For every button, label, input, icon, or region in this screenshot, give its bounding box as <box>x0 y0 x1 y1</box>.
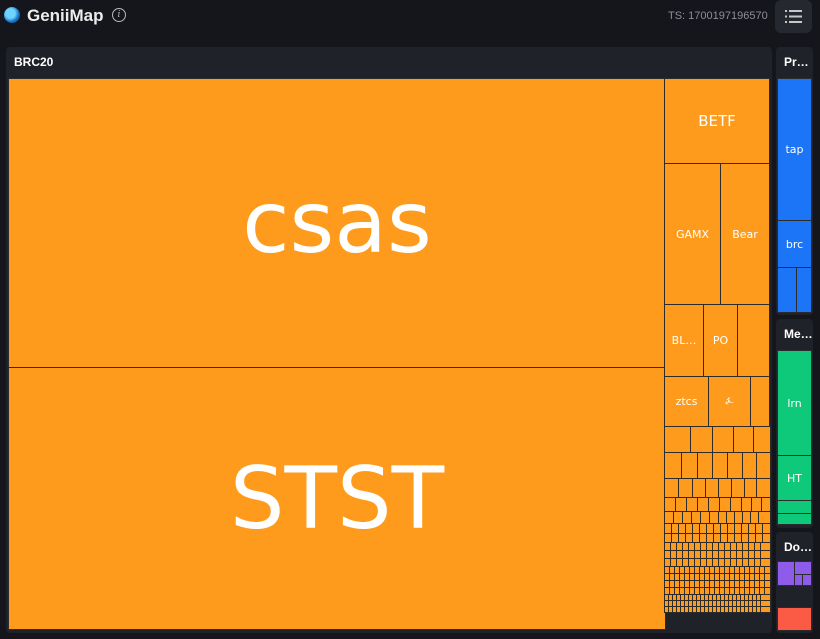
tile-small[interactable] <box>690 426 713 453</box>
tile-small[interactable] <box>742 452 757 479</box>
geniimap-logo-icon <box>4 7 20 23</box>
tile-small[interactable] <box>777 500 812 514</box>
tile-small[interactable] <box>796 267 812 313</box>
timestamp: TS: 1700197196570 <box>668 10 768 22</box>
tile-lrn[interactable]: lrn <box>777 350 812 456</box>
tile-small[interactable] <box>733 426 754 453</box>
app-title: GeniiMap <box>27 6 104 25</box>
info-icon[interactable]: i <box>112 8 126 22</box>
tile-bl[interactable]: BL… <box>664 304 704 377</box>
tile-small[interactable] <box>777 561 795 586</box>
tile-csas[interactable]: csas <box>8 78 666 368</box>
tile-small[interactable] <box>753 426 771 453</box>
tile-bear[interactable]: Bear <box>720 163 770 305</box>
tile-small[interactable] <box>737 304 770 377</box>
brc20-panel: BRC20 csas STST BETF GAMX Bear BL… PO zt… <box>6 47 772 633</box>
protocols-header: Pr… <box>784 55 809 69</box>
tile-small[interactable] <box>756 452 771 479</box>
tile-ztcs[interactable]: ztcs <box>664 376 709 427</box>
brc20-header: BRC20 <box>14 55 54 69</box>
tile-small[interactable] <box>718 478 732 498</box>
protocols-panel: Pr… tap brc <box>776 47 813 315</box>
tile-small[interactable] <box>664 452 682 479</box>
meta-panel: Me… lrn HT <box>776 319 813 528</box>
tile-small[interactable] <box>712 452 728 479</box>
tile-small[interactable] <box>756 478 771 498</box>
tile-small[interactable] <box>664 478 679 498</box>
tile-brc[interactable]: brc <box>777 220 812 268</box>
domains-header: Do… <box>784 540 812 554</box>
domains-panel: Do… <box>776 532 813 633</box>
tile-small[interactable] <box>705 478 719 498</box>
tile-small[interactable] <box>794 561 812 575</box>
menu-button[interactable] <box>775 0 812 33</box>
tile-small[interactable] <box>697 452 713 479</box>
tile-small[interactable] <box>802 574 812 586</box>
tile-betf[interactable]: BETF <box>664 78 770 164</box>
tile-small[interactable] <box>678 478 693 498</box>
top-bar: GeniiMap i TS: 1700197196570 <box>0 0 820 34</box>
meta-header: Me… <box>784 327 813 341</box>
tile-small[interactable] <box>777 513 812 525</box>
tile-small[interactable] <box>777 607 812 631</box>
tile-stst[interactable]: STST <box>8 367 666 630</box>
tile-gamx[interactable]: GAMX <box>664 163 721 305</box>
tile-ht[interactable]: HT <box>777 455 812 501</box>
tile-small[interactable] <box>712 426 734 453</box>
tile-tap[interactable]: tap <box>777 78 812 221</box>
tile-glyph[interactable]: ⍼ <box>708 376 751 427</box>
tile-small[interactable] <box>777 267 797 313</box>
list-menu-icon <box>785 10 802 23</box>
tile-small[interactable] <box>681 452 698 479</box>
tile-po[interactable]: PO <box>703 304 738 377</box>
tile-small[interactable] <box>761 497 771 512</box>
tile-small[interactable] <box>664 426 691 453</box>
tile-small[interactable] <box>727 452 743 479</box>
tile-small[interactable] <box>731 478 745 498</box>
tile-small[interactable] <box>692 478 706 498</box>
tile-small[interactable] <box>760 606 771 613</box>
tile-small[interactable] <box>750 376 770 427</box>
